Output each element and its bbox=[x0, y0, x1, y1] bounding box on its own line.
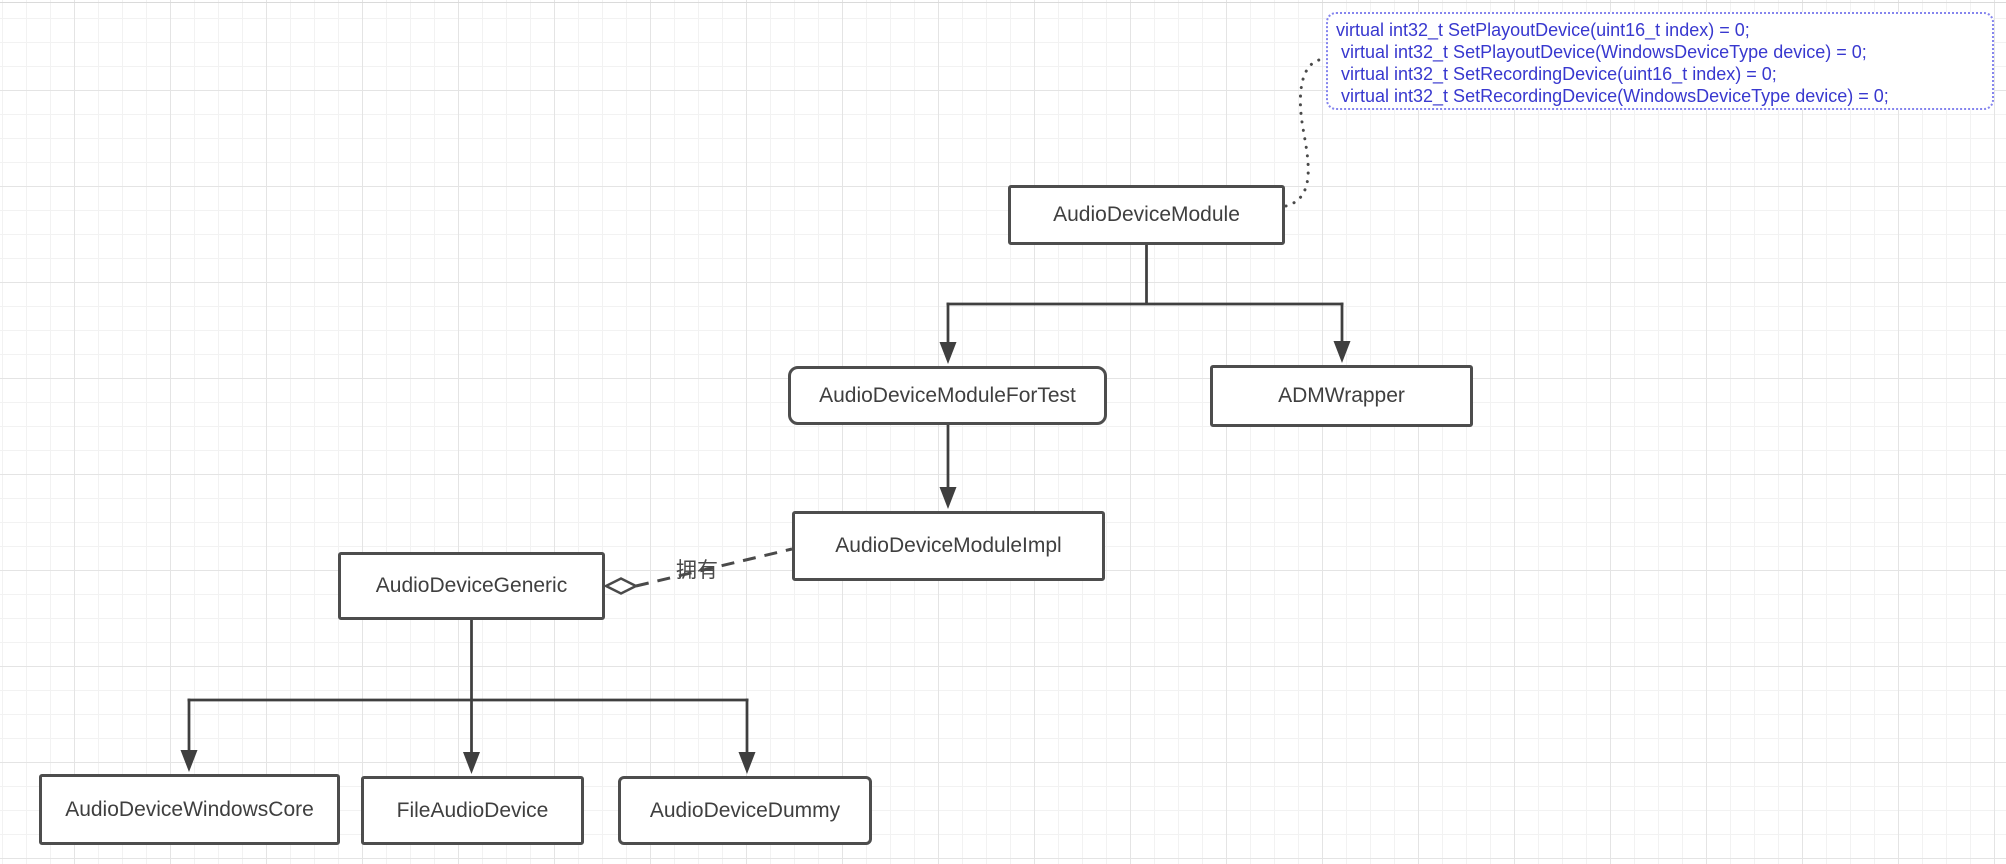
node-label: AudioDeviceGeneric bbox=[375, 574, 568, 597]
arrowhead-windowscore[interactable] bbox=[180, 750, 198, 772]
note-method-signatures[interactable]: virtual int32_t SetPlayoutDevice(uint16_… bbox=[1326, 12, 1994, 110]
arrowhead-admwrapper[interactable] bbox=[1333, 341, 1351, 363]
node-audio-device-windows-core[interactable]: AudioDeviceWindowsCore bbox=[39, 774, 340, 845]
arrowhead-dummy[interactable] bbox=[738, 752, 756, 774]
node-audio-device-generic[interactable]: AudioDeviceGeneric bbox=[338, 552, 605, 620]
note-line: virtual int32_t SetPlayoutDevice(Windows… bbox=[1336, 42, 1867, 62]
node-audio-device-module[interactable]: AudioDeviceModule bbox=[1008, 185, 1285, 245]
node-label: AudioDeviceModule bbox=[1053, 203, 1240, 226]
node-label: AudioDeviceModuleForTest bbox=[819, 383, 1076, 407]
node-label: ADMWrapper bbox=[1278, 384, 1405, 407]
node-audio-device-module-impl[interactable]: AudioDeviceModuleImpl bbox=[792, 511, 1105, 581]
edge-label-owns[interactable]: 拥有 bbox=[676, 559, 718, 582]
aggregation-diamond-icon[interactable] bbox=[603, 577, 639, 595]
node-label: AudioDeviceDummy bbox=[649, 798, 841, 822]
arrowhead-fortest[interactable] bbox=[939, 342, 957, 364]
edge-module-to-note[interactable] bbox=[1284, 57, 1326, 208]
node-label: AudioDeviceWindowsCore bbox=[65, 797, 314, 821]
note-line: virtual int32_t SetRecordingDevice(uint1… bbox=[1336, 64, 1777, 84]
note-line: virtual int32_t SetRecordingDevice(Windo… bbox=[1336, 86, 1889, 106]
note-line: virtual int32_t SetPlayoutDevice(uint16_… bbox=[1336, 20, 1750, 40]
arrowhead-fileaudiodevice[interactable] bbox=[463, 752, 480, 774]
node-label: AudioDeviceModuleImpl bbox=[835, 534, 1062, 557]
node-audio-device-dummy[interactable]: AudioDeviceDummy bbox=[618, 776, 872, 845]
node-file-audio-device[interactable]: FileAudioDevice bbox=[361, 776, 584, 845]
arrowhead-impl[interactable] bbox=[939, 487, 957, 509]
node-label: FileAudioDevice bbox=[396, 798, 549, 822]
canvas-top-edge bbox=[0, 2, 2006, 3]
node-adm-wrapper[interactable]: ADMWrapper bbox=[1210, 365, 1473, 427]
edge-generic-owns-impl[interactable] bbox=[635, 547, 793, 588]
node-audio-device-module-for-test[interactable]: AudioDeviceModuleForTest bbox=[788, 366, 1107, 425]
